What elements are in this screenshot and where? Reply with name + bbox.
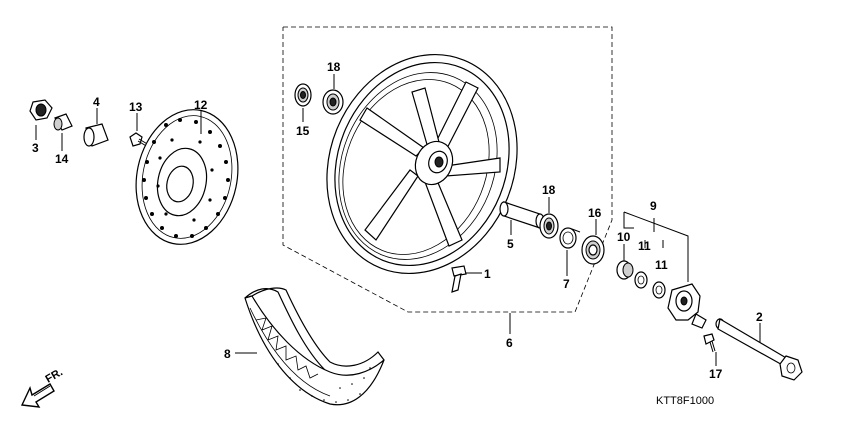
callout-18-right: 18 xyxy=(542,183,556,197)
front-direction-arrow-icon: FR. xyxy=(20,366,65,408)
callout-13: 13 xyxy=(129,100,143,114)
bearing-15 xyxy=(294,83,312,107)
callout-8: 8 xyxy=(224,347,231,361)
retainer-7 xyxy=(559,227,581,249)
leader-lines xyxy=(35,74,761,366)
speedometer-gear-group xyxy=(623,211,689,282)
brake-disc xyxy=(135,109,239,245)
callout-10: 10 xyxy=(617,230,631,244)
callout-12: 12 xyxy=(194,98,208,112)
drive-gear-10 xyxy=(616,260,634,280)
disc-holes xyxy=(142,118,230,238)
axle-2 xyxy=(715,318,803,381)
washer-11b xyxy=(652,281,666,299)
tire-texture xyxy=(277,363,371,403)
screw-17 xyxy=(703,333,716,353)
speedometer-gearbox xyxy=(667,283,707,329)
callout-3: 3 xyxy=(32,141,39,155)
seal-16 xyxy=(581,235,605,265)
front-direction-label: FR. xyxy=(44,366,65,385)
air-valve xyxy=(451,265,467,293)
callout-11a: 11 xyxy=(638,239,651,253)
wheel-assembly-frame xyxy=(282,26,613,313)
wheel-rim xyxy=(326,53,518,275)
callout-18-top: 18 xyxy=(327,60,341,74)
washer-11a xyxy=(634,271,648,289)
axle-sleeve-5 xyxy=(499,201,545,229)
callout-11b: 11 xyxy=(655,258,668,272)
callout-2: 2 xyxy=(756,310,763,324)
callout-6: 6 xyxy=(506,336,513,350)
callout-17: 17 xyxy=(709,367,723,381)
callout-7: 7 xyxy=(563,277,570,291)
callout-5: 5 xyxy=(507,237,514,251)
callout-14: 14 xyxy=(55,152,69,166)
bearing-18-top xyxy=(322,89,344,115)
tire xyxy=(244,287,385,406)
callout-15: 15 xyxy=(296,124,310,138)
bearing-18-right xyxy=(539,213,559,239)
collar-14 xyxy=(53,113,73,131)
bolt-13 xyxy=(129,132,150,148)
callout-9: 9 xyxy=(650,199,657,213)
spacer-4 xyxy=(83,123,109,147)
diagram-code: KTT8F1000 xyxy=(656,395,714,407)
callout-numbers: 3 14 4 13 12 15 18 18 5 7 16 1 6 8 9 10 … xyxy=(32,60,763,381)
callout-16: 16 xyxy=(588,206,602,220)
callout-1: 1 xyxy=(484,267,491,281)
nut-3 xyxy=(29,99,53,121)
callout-4: 4 xyxy=(93,95,100,109)
